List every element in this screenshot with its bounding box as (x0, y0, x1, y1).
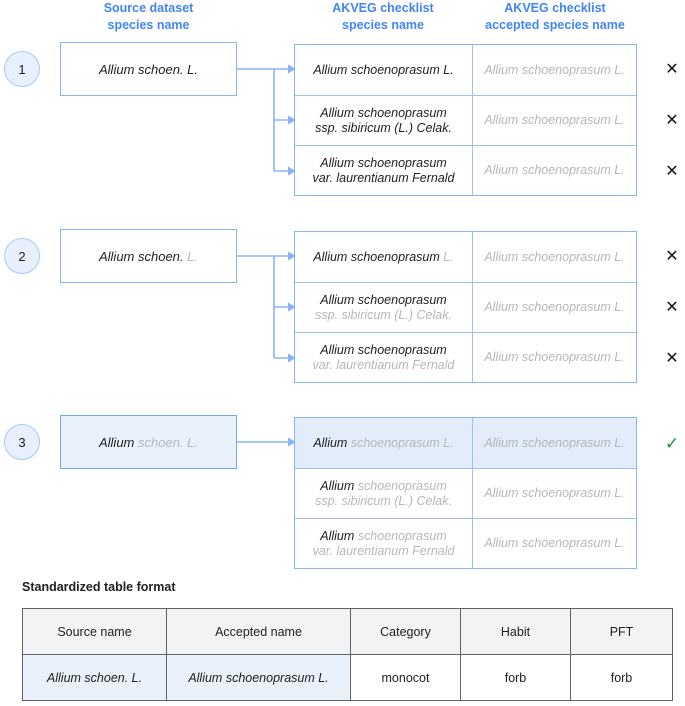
checklist-accepted-cell: Allium schoenoprasum L. (484, 62, 625, 77)
group-index-2-label: 2 (18, 248, 26, 264)
group-index-3: 3 (4, 424, 40, 460)
cell-habit: forb (460, 654, 571, 701)
column-header-accepted-line2: accepted species name (485, 18, 625, 32)
cell-accepted-name: Allium schoenoprasum L. (166, 654, 351, 701)
checklist-accepted-cell: Allium schoenoprasum L. (484, 486, 625, 500)
column-header-accepted-line1: AKVEG checklist (504, 1, 606, 15)
checklist-accepted-cell: Allium schoenoprasum L. (484, 163, 625, 177)
column-header-accepted: AKVEG checklist accepted species name (465, 0, 645, 34)
checklist-row[interactable]: Allium schoenoprasum L. Allium schoenopr… (295, 45, 636, 95)
checklist-accepted-cell: Allium schoenoprasum L. (484, 300, 625, 314)
status-reject-icon: ✕ (665, 248, 679, 265)
column-header-checklist-line1: AKVEG checklist (332, 1, 434, 15)
column-header-pft: PFT (570, 608, 673, 655)
column-header-category: Category (350, 608, 461, 655)
column-header-accepted-name: Accepted name (166, 608, 351, 655)
checklist-table-1: Allium schoenoprasum L. Allium schoenopr… (294, 44, 637, 196)
column-header-source-name: Source name (22, 608, 167, 655)
checklist-row[interactable]: Allium schoenoprasum ssp. sibiricum (L.)… (295, 282, 636, 332)
checklist-accepted-cell: Allium schoenoprasum L. (484, 350, 625, 364)
checklist-row[interactable]: Allium schoenoprasum var. laurentianum F… (295, 518, 636, 568)
checklist-row[interactable]: Allium schoenoprasum ssp. sibiricum (L.)… (295, 468, 636, 518)
checklist-accepted-cell: Allium schoenoprasum L. (484, 249, 625, 264)
checklist-table-3: Allium schoenoprasum L. Allium schoenopr… (294, 417, 637, 569)
column-header-source-line2: species name (107, 18, 190, 32)
checklist-species-cell: Allium schoenoprasum L. (295, 418, 473, 468)
checklist-table-2: Allium schoenoprasum L. Allium schoenopr… (294, 231, 637, 383)
status-reject-icon: ✕ (665, 350, 679, 367)
cell-category: monocot (350, 654, 461, 701)
column-header-habit: Habit (460, 608, 571, 655)
checklist-row[interactable]: Allium schoenoprasum L. Allium schoenopr… (295, 418, 636, 468)
checklist-row[interactable]: Allium schoenoprasum var. laurentianum F… (295, 145, 636, 195)
checklist-accepted-cell: Allium schoenoprasum L. (484, 435, 625, 450)
standardized-table-label: Standardized table format (22, 580, 176, 594)
source-box-1-text: Allium schoen. L. (99, 61, 198, 77)
source-box-3-text: Allium schoen. L. (98, 434, 198, 450)
group-index-2: 2 (4, 238, 40, 274)
checklist-accepted-cell: Allium schoenoprasum L. (484, 536, 625, 550)
cell-source-name: Allium schoen. L. (22, 654, 167, 701)
checklist-species-cell: Allium schoenoprasum var. laurentianum F… (295, 519, 473, 568)
checklist-species-cell: Allium schoenoprasum ssp. sibiricum (L.)… (295, 469, 473, 518)
checklist-species-cell: Allium schoenoprasum var. laurentianum F… (295, 333, 473, 382)
status-reject-icon: ✕ (665, 299, 679, 316)
checklist-species-cell: Allium schoenoprasum var. laurentianum F… (295, 146, 473, 195)
checklist-species-cell: Allium schoenoprasum L. (295, 232, 473, 282)
column-header-source: Source dataset species name (60, 0, 237, 34)
column-header-checklist-line2: species name (342, 18, 424, 32)
group-index-1: 1 (4, 51, 40, 87)
source-box-1[interactable]: Allium schoen. L. (60, 42, 237, 96)
cell-pft: forb (570, 654, 673, 701)
group-index-3-label: 3 (18, 434, 26, 450)
checklist-accepted-cell: Allium schoenoprasum L. (484, 113, 625, 127)
status-reject-icon: ✕ (665, 163, 679, 180)
checklist-row[interactable]: Allium schoenoprasum L. Allium schoenopr… (295, 232, 636, 282)
standardized-table-row[interactable]: Allium schoen. L. Allium schoenoprasum L… (22, 654, 673, 701)
source-box-2[interactable]: Allium schoen. L. (60, 229, 237, 283)
group-index-1-label: 1 (18, 61, 26, 77)
status-reject-icon: ✕ (665, 61, 679, 78)
checklist-row[interactable]: Allium schoenoprasum ssp. sibiricum (L.)… (295, 95, 636, 145)
column-header-source-line1: Source dataset (103, 1, 194, 15)
status-reject-icon: ✕ (665, 112, 679, 129)
column-header-checklist: AKVEG checklist species name (294, 0, 472, 34)
checklist-row[interactable]: Allium schoenoprasum var. laurentianum F… (295, 332, 636, 382)
source-box-2-text: Allium schoen. L. (98, 248, 198, 264)
checklist-species-cell: Allium schoenoprasum ssp. sibiricum (L.)… (295, 96, 473, 145)
standardized-table-header-row: Source name Accepted name Category Habit… (22, 608, 673, 655)
status-accept-icon: ✓ (664, 434, 680, 453)
standardized-table: Source name Accepted name Category Habit… (22, 608, 673, 701)
checklist-species-cell: Allium schoenoprasum ssp. sibiricum (L.)… (295, 283, 473, 332)
source-box-3[interactable]: Allium schoen. L. (60, 415, 237, 469)
checklist-species-cell: Allium schoenoprasum L. (295, 45, 473, 95)
